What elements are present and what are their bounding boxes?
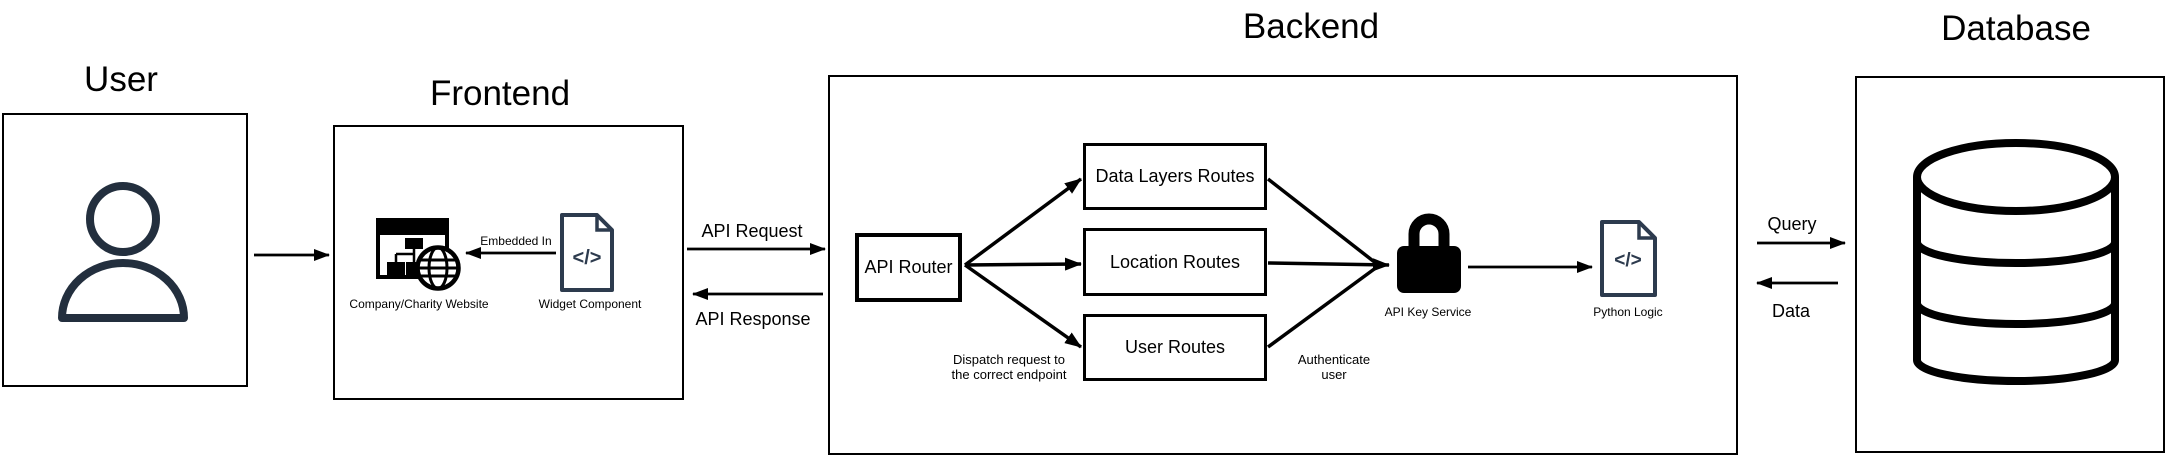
user-title: User xyxy=(84,60,158,99)
api-router-label: API Router xyxy=(864,257,953,277)
lock-icon xyxy=(1397,213,1461,293)
user-routes-box: User Routes xyxy=(1083,314,1267,381)
line-user-routes-to-lock xyxy=(1266,265,1379,349)
backend-title: Backend xyxy=(1242,7,1380,46)
python-code-glyph: </> xyxy=(1614,250,1641,271)
globe-icon xyxy=(415,245,461,291)
arrow-router-to-data-layers xyxy=(963,177,1083,267)
query-label: Query xyxy=(1767,214,1817,234)
api-response-label: API Response xyxy=(695,309,811,329)
widget-code-file-icon: </> xyxy=(560,213,614,292)
arrow-location-to-lock xyxy=(1267,258,1390,272)
data-label: Data xyxy=(1771,301,1811,321)
website-caption: Company/Charity Website xyxy=(349,297,489,311)
location-routes-label: Location Routes xyxy=(1109,251,1241,272)
api-key-service-caption: API Key Service xyxy=(1384,305,1472,319)
arrow-router-to-location xyxy=(964,257,1082,271)
embedded-in-label: Embedded In xyxy=(480,234,552,248)
person-icon xyxy=(58,182,188,322)
authenticate-note: Authenticate user xyxy=(1297,352,1371,383)
database-title: Database xyxy=(1941,9,2091,48)
python-code-file-icon: </> xyxy=(1600,220,1657,297)
arrow-router-to-user-routes xyxy=(963,263,1083,349)
line-data-layers-to-lock xyxy=(1266,177,1379,266)
widget-code-glyph: </> xyxy=(573,247,602,269)
data-layers-routes-label: Data Layers Routes xyxy=(1095,166,1255,186)
database-cylinder-icon xyxy=(1913,139,2119,385)
dispatch-note: Dispatch request to the correct endpoint xyxy=(951,352,1067,383)
location-routes-box: Location Routes xyxy=(1083,228,1267,296)
frontend-title: Frontend xyxy=(429,74,571,113)
user-routes-label: User Routes xyxy=(1124,337,1226,357)
api-request-label: API Request xyxy=(701,221,803,241)
api-router-box: API Router xyxy=(855,233,962,302)
widget-caption: Widget Component xyxy=(538,297,642,311)
python-logic-caption: Python Logic xyxy=(1593,305,1663,319)
data-layers-routes-box: Data Layers Routes xyxy=(1083,143,1267,210)
